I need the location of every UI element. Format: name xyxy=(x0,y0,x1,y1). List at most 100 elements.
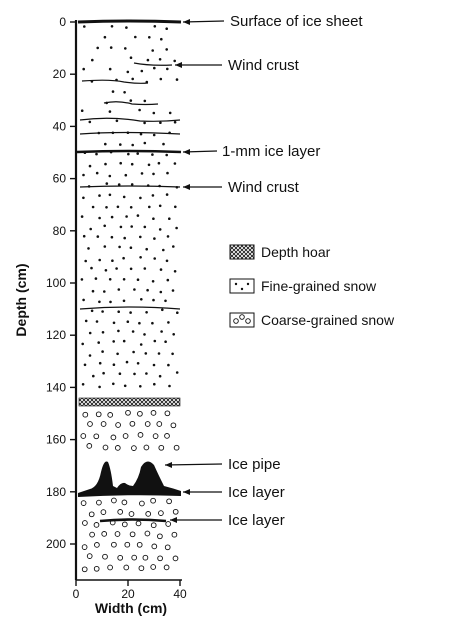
legend: Depth hoar Fine-grained snow Coarse-grai… xyxy=(229,244,395,328)
fine-snow-dot xyxy=(147,163,151,167)
annotation-surface-label: Surface of ice sheet xyxy=(230,13,363,30)
annotation-arrowhead xyxy=(165,462,172,468)
coarse-snow-circle xyxy=(82,411,89,418)
fine-snow-dot xyxy=(164,340,167,344)
fine-snow-dot xyxy=(158,204,162,208)
coarse-snow-circle xyxy=(100,509,107,515)
annotation-arrowhead xyxy=(183,149,190,155)
fine-snow-dot xyxy=(129,267,133,271)
fine-snow-dot xyxy=(158,374,162,378)
coarse-snow-circle xyxy=(137,410,143,417)
fine-snow-dot xyxy=(105,182,109,185)
coarse-snow-circle xyxy=(171,531,178,538)
fine-snow-dot xyxy=(171,289,175,292)
legend-item-depth-hoar: Depth hoar xyxy=(229,244,331,260)
fine-snow-dot xyxy=(98,258,101,262)
fine-snow-dot xyxy=(117,288,121,291)
fine-snow-dot xyxy=(160,37,163,41)
layer-line xyxy=(103,101,159,106)
fine-snow-dot xyxy=(108,278,112,281)
fine-snow-dot xyxy=(130,183,134,186)
fine-snow-dot xyxy=(117,183,121,186)
fine-snow-dot xyxy=(152,133,156,137)
fine-snow-dot xyxy=(139,385,142,388)
coarse-snow-circle xyxy=(172,508,179,515)
coarse-snow-circle xyxy=(123,564,130,571)
fine-snow-dot xyxy=(103,35,107,39)
coarse-snow-circle xyxy=(111,541,117,548)
fine-snow-dot xyxy=(125,215,128,218)
coarse-snow-circle xyxy=(131,445,137,451)
fine-snow-dot xyxy=(133,372,136,376)
fine-snow-dot xyxy=(152,363,156,367)
coarse-snow-circle xyxy=(102,553,108,560)
coarse-snow-circle xyxy=(94,542,100,548)
fine-snow-dot xyxy=(88,354,92,357)
coarse-snow-circle xyxy=(100,421,107,427)
fine-snow-dot xyxy=(98,300,101,304)
fine-snow-dot xyxy=(146,288,149,292)
y-tick-label: 140 xyxy=(46,380,66,394)
fine-snow-dot xyxy=(111,90,115,93)
fine-snow-dot xyxy=(83,25,86,28)
fine-snow-dot xyxy=(95,171,99,175)
fine-snow-dot xyxy=(101,310,104,313)
fine-snow-dot xyxy=(143,99,147,103)
y-tick-label: 180 xyxy=(46,485,66,499)
fine-snow-dot xyxy=(124,47,127,50)
fine-snow-dot xyxy=(130,162,134,166)
fine-snow-dot xyxy=(139,132,143,136)
x-tick-label: 20 xyxy=(121,587,135,601)
swatch-dot xyxy=(246,282,250,286)
coarse-snow-circle xyxy=(80,433,87,439)
coarse-snow-circle xyxy=(117,509,124,515)
fine-snow-dot xyxy=(140,172,144,175)
coarse-snow-circle xyxy=(93,433,100,440)
fine-snow-dot xyxy=(175,226,178,230)
annotation-ice-layer-label: Ice layer xyxy=(228,512,285,529)
annotation-ice-layer-label: Ice layer xyxy=(228,484,285,501)
annotation-ice-pipe-label: Ice pipe xyxy=(228,456,281,473)
fine-snow-dot xyxy=(119,225,123,229)
fine-snow-dot xyxy=(162,248,165,252)
fine-snow-dot xyxy=(126,70,130,74)
annotation-wind-crust-label: Wind crust xyxy=(228,179,300,196)
fine-snow-dot xyxy=(151,280,155,283)
fine-snow-dot xyxy=(112,363,116,367)
fine-snow-dot xyxy=(144,352,148,355)
coarse-snow-circle xyxy=(86,443,93,449)
coarse-snow-circle xyxy=(107,564,113,571)
fine-snow-dot xyxy=(129,246,133,249)
fine-snow-dot xyxy=(129,311,132,314)
layer-line xyxy=(79,131,181,135)
fine-snow-dot xyxy=(140,69,144,73)
coarse-snow-circle xyxy=(156,421,163,427)
fine-snow-dot xyxy=(101,331,105,334)
fine-snow-dot xyxy=(124,173,128,177)
fine-snow-dot xyxy=(96,235,100,238)
fine-snow-dot xyxy=(174,205,177,209)
fine-snow-dot xyxy=(122,195,126,199)
coarse-snow-circle xyxy=(135,520,142,527)
fine-snow-dot xyxy=(111,259,114,263)
coarse-snow-circle xyxy=(173,444,180,451)
fine-snow-dot xyxy=(168,217,171,220)
y-tick-label: 40 xyxy=(53,119,67,133)
annotation-arrowhead xyxy=(183,489,190,495)
fine-snow-dot xyxy=(123,91,126,94)
coarse-snow-circle xyxy=(95,411,102,418)
legend-label: Depth hoar xyxy=(261,244,331,260)
fine-snow-dot xyxy=(89,227,92,231)
legend-item-fine-snow: Fine-grained snow xyxy=(229,278,377,294)
fine-snow-dot xyxy=(110,25,114,28)
fine-snow-dot xyxy=(116,352,119,356)
fine-snow-dot xyxy=(172,333,175,336)
layer-line xyxy=(79,117,181,122)
fine-snow-dot xyxy=(168,111,172,115)
fine-snow-dot xyxy=(158,228,162,231)
fine-snow-dot xyxy=(108,110,112,113)
fine-snow-dot xyxy=(108,174,112,178)
fine-snow-dot xyxy=(82,234,86,238)
fine-snow-dot xyxy=(119,161,122,165)
fine-snow-dot xyxy=(148,36,151,39)
